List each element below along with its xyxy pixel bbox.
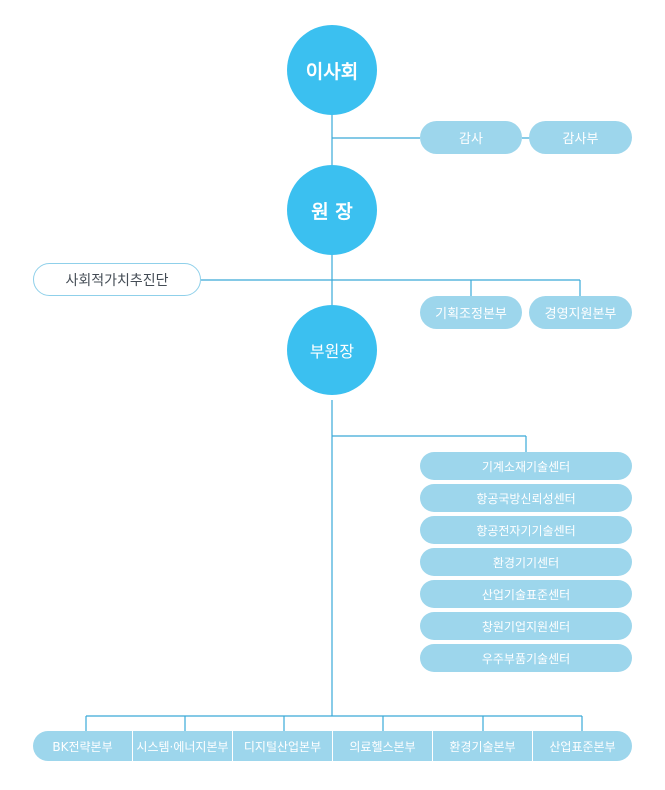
division-label: 시스템·에너지본부 (136, 739, 229, 754)
vice-president-node[interactable]: 부원장 (287, 305, 377, 395)
management-dept-node[interactable]: 경영지원본부 (529, 296, 632, 329)
division-label: 의료헬스본부 (349, 739, 416, 754)
division-label: 환경기술본부 (449, 739, 516, 754)
center-item[interactable]: 항공전자기기술센터 (420, 516, 632, 544)
audit-dept-node[interactable]: 감사부 (529, 121, 632, 154)
audit-dept-label: 감사부 (562, 132, 599, 147)
president-node[interactable]: 원 장 (287, 165, 377, 255)
division-item[interactable]: BK전략본부 (33, 731, 132, 761)
division-label: 디지털산업본부 (243, 739, 322, 754)
division-label: 산업표준본부 (549, 739, 616, 754)
center-item[interactable]: 우주부품기술센터 (420, 644, 632, 672)
center-label: 항공전자기기술센터 (476, 523, 576, 538)
auditor-node[interactable]: 감사 (420, 121, 522, 154)
center-item[interactable]: 창원기업지원센터 (420, 612, 632, 640)
center-label: 환경기기센터 (492, 555, 560, 570)
vice-president-label: 부원장 (309, 342, 355, 361)
divisions-bar: BK전략본부 시스템·에너지본부 디지털산업본부 의료헬스본부 환경기술본부 산… (33, 731, 632, 761)
center-label: 우주부품기술센터 (481, 651, 571, 666)
board-node[interactable]: 이사회 (287, 25, 377, 115)
division-item[interactable]: 의료헬스본부 (332, 731, 432, 761)
division-label: BK전략본부 (52, 739, 113, 754)
social-value-node[interactable]: 사회적가치추진단 (33, 263, 201, 296)
center-label: 항공국방신뢰성센터 (476, 491, 576, 506)
center-item[interactable]: 항공국방신뢰성센터 (420, 484, 632, 512)
center-item[interactable]: 산업기술표준센터 (420, 580, 632, 608)
division-item[interactable]: 산업표준본부 (532, 731, 632, 761)
management-dept-label: 경영지원본부 (544, 307, 617, 322)
auditor-label: 감사 (459, 132, 483, 147)
center-item[interactable]: 기계소재기술센터 (420, 452, 632, 480)
center-item[interactable]: 환경기기센터 (420, 548, 632, 576)
center-label: 기계소재기술센터 (481, 459, 571, 474)
division-item[interactable]: 디지털산업본부 (232, 731, 332, 761)
planning-dept-label: 기획조정본부 (435, 307, 507, 322)
board-label: 이사회 (305, 60, 359, 83)
division-item[interactable]: 시스템·에너지본부 (132, 731, 232, 761)
planning-dept-node[interactable]: 기획조정본부 (420, 296, 522, 329)
social-value-label: 사회적가치추진단 (65, 272, 169, 289)
center-label: 창원기업지원센터 (481, 619, 571, 634)
president-label: 원 장 (311, 200, 353, 223)
division-item[interactable]: 환경기술본부 (432, 731, 532, 761)
center-label: 산업기술표준센터 (481, 587, 571, 602)
